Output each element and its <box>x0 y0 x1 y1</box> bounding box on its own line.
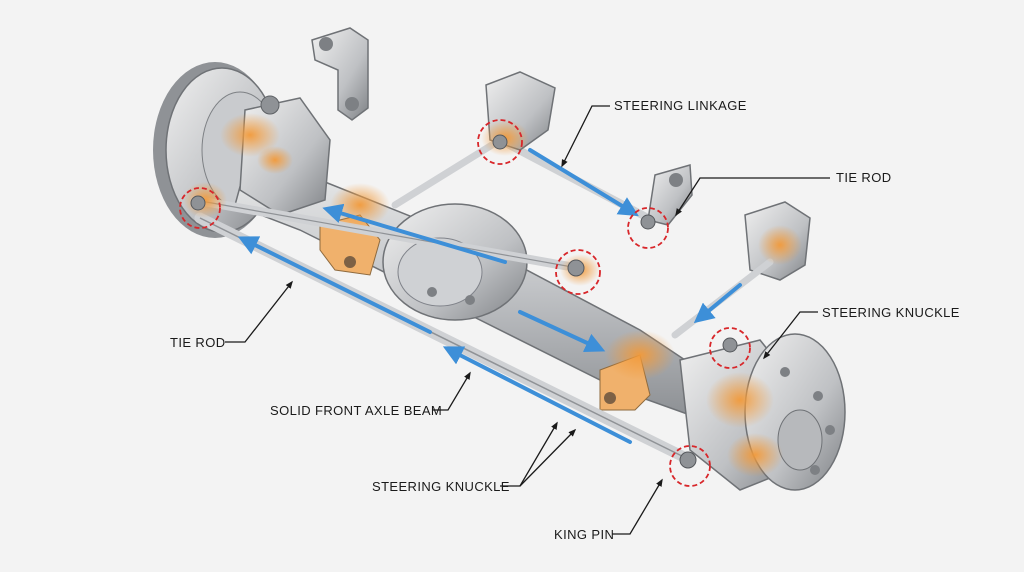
differential <box>382 203 528 321</box>
label-solid-front-axle-beam: SOLID FRONT AXLE BEAM <box>270 403 443 418</box>
label-tie-rod-right: TIE ROD <box>836 170 892 185</box>
label-king-pin: KING PIN <box>554 527 615 542</box>
flow-arrows <box>237 148 742 444</box>
label-tie-rod-left: TIE ROD <box>170 335 226 350</box>
callout-circles <box>179 119 751 487</box>
label-steering-linkage: STEERING LINKAGE <box>614 98 747 113</box>
leader-lines <box>225 105 830 535</box>
label-steering-knuckle-bottom: STEERING KNUCKLE <box>372 479 510 494</box>
label-steering-knuckle-right: STEERING KNUCKLE <box>822 305 960 320</box>
